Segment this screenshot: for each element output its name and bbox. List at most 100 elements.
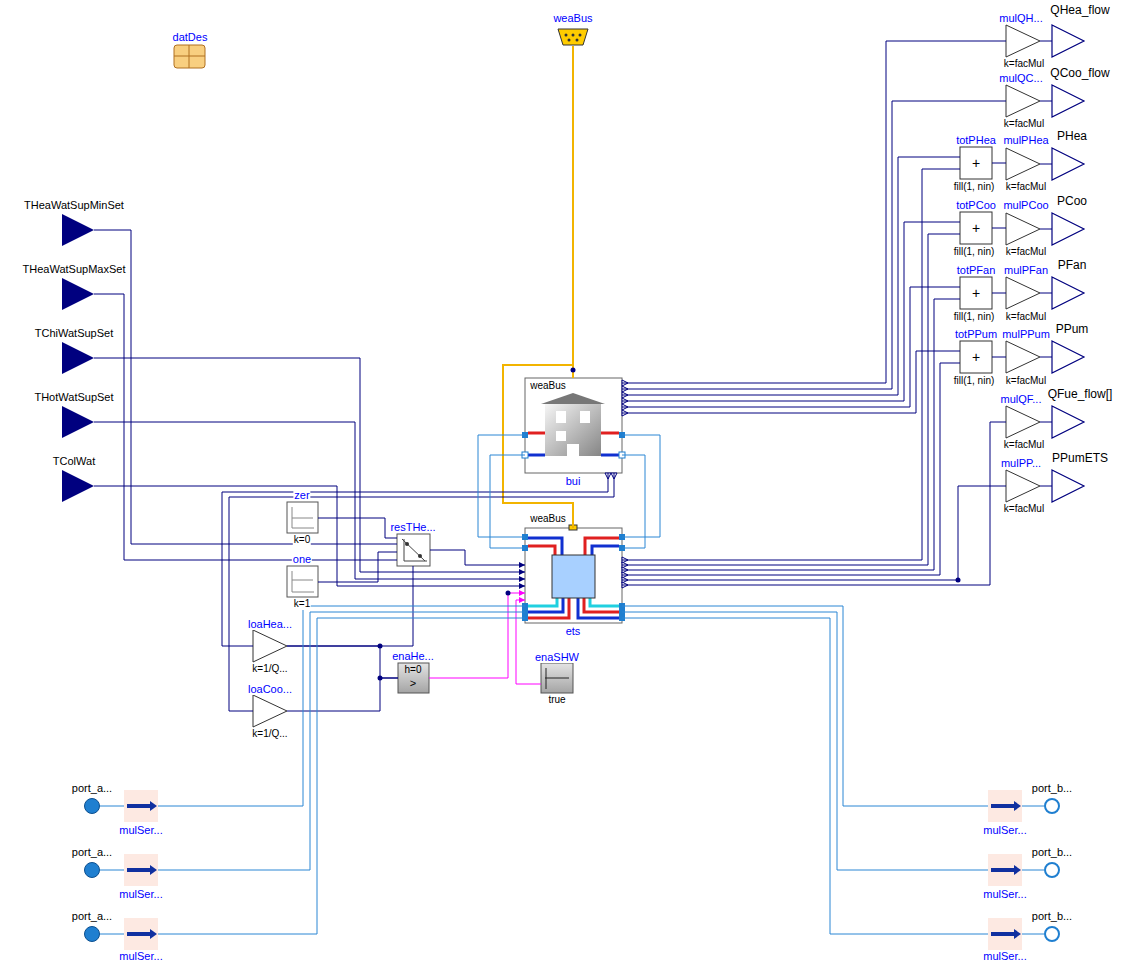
multiplier-icon [1014, 865, 1021, 875]
block-name: totPFan [956, 264, 997, 276]
gain-block: mulPP...k=facMul [1006, 470, 1040, 502]
junction-dot [571, 368, 576, 373]
ets-icon [522, 534, 625, 621]
signal-connection [222, 473, 608, 646]
signal-connection [94, 294, 397, 560]
fluid-port-icon [85, 799, 100, 814]
threshold-icon [398, 663, 429, 693]
multiplier-icon [124, 854, 158, 886]
block-name: mulSer... [982, 888, 1027, 900]
building-icon [528, 432, 545, 435]
bus-connector-icon [568, 39, 571, 42]
bus-connector-icon [579, 34, 582, 37]
signal-connection [622, 486, 1006, 580]
interpolation-icon [418, 554, 422, 558]
ets-icon [585, 538, 619, 555]
multiplier-icon [1014, 929, 1021, 939]
block-name: mulQH... [998, 12, 1043, 24]
block-parameter: fill(1, nin) [953, 375, 996, 387]
multiplier-icon [988, 918, 1022, 950]
ets-icon [528, 598, 557, 606]
block-name: THeaWatSupMinSet [23, 199, 125, 211]
signal-connection [1040, 422, 1052, 423]
block-parameter: > [409, 677, 417, 689]
boolean-constant-icon [545, 668, 569, 689]
bus-connector-icon [572, 34, 575, 37]
fluid-connection [100, 934, 124, 935]
output-connector: PPumETS [1052, 470, 1084, 502]
multiplier-icon [150, 929, 157, 939]
gain-icon [1006, 406, 1040, 438]
block-name: THotWatSupSet [33, 391, 114, 403]
gain-icon [1006, 85, 1040, 117]
bus-connector-icon [565, 34, 568, 37]
record-icon [174, 45, 205, 68]
signal-connection [94, 486, 525, 586]
input-connector: TColWat [62, 470, 94, 502]
boolean-constant-icon [541, 663, 573, 693]
ets-icon [528, 538, 562, 555]
block-name: mulSer... [118, 888, 163, 900]
fluid-port: port_b... [1044, 862, 1060, 878]
sum-block: totPHea+fill(1, nin) [960, 147, 992, 179]
multiplier-icon [150, 865, 157, 875]
ets-icon [519, 562, 525, 589]
block-name: loaHea... [247, 618, 293, 630]
gain-block: mulPCook=facMul [1006, 213, 1040, 245]
signal-connection [992, 293, 1006, 294]
signal-connection [622, 222, 960, 401]
ets-icon [592, 546, 619, 555]
interpolation-icon [402, 539, 427, 561]
block-name: enaSHW [534, 651, 580, 663]
interpolation-icon [397, 534, 430, 566]
signal-connection [622, 41, 1006, 383]
block-parameter: fill(1, nin) [953, 181, 996, 193]
building-icon [556, 411, 566, 423]
fluid-connection [158, 618, 525, 934]
threshold-block: enaHe...h=0> [398, 663, 429, 693]
signal-connection [622, 299, 960, 570]
gain-icon [1006, 341, 1040, 373]
multiplier-icon [124, 918, 158, 950]
signal-connection [94, 422, 525, 579]
block-name: THeaWatSupMaxSet [22, 263, 127, 275]
block-parameter: k=1 [293, 598, 311, 610]
multiplier-block: mulSer... [988, 854, 1022, 886]
threshold-icon [398, 663, 429, 693]
ets-icon [519, 525, 628, 623]
building-icon [556, 431, 566, 441]
input-connector: TChiWatSupSet [62, 342, 94, 374]
ets-icon [578, 598, 619, 618]
input-connector: THeaWatSupMaxSet [62, 278, 94, 310]
fluid-port-icon [1045, 799, 1059, 813]
record-block: datDes [174, 45, 205, 68]
ets-icon [528, 546, 555, 555]
block-parameter: k=facMul [1003, 439, 1045, 451]
ets-icon [590, 598, 619, 606]
fluid-port: port_b... [1044, 798, 1060, 814]
block-name: PFan [1057, 258, 1088, 272]
input-connector: THeaWatSupMinSet [62, 214, 94, 246]
signal-connection [318, 552, 397, 582]
block-name: QCoo_flow [1049, 66, 1110, 80]
multiplier-icon [127, 932, 152, 936]
fluid-connection [100, 870, 124, 871]
block-parameter: k=facMul [1003, 118, 1045, 130]
building-icon [601, 454, 619, 457]
signal-connection [1040, 101, 1052, 102]
sum-icon [960, 147, 992, 179]
multiplier-block: mulSer... [124, 854, 158, 886]
block-name: QHea_flow [1049, 3, 1110, 17]
bus-connection [503, 46, 573, 528]
block-name: weaBus [529, 380, 567, 392]
block-name: mulQC... [998, 72, 1043, 84]
block-parameter: + [971, 349, 981, 365]
multiplier-icon [124, 790, 158, 822]
fluid-port-icon [1045, 927, 1059, 941]
constant-icon [292, 571, 314, 592]
output-connector: PHea [1052, 148, 1084, 180]
interpolation-block: resTHe... [397, 534, 430, 566]
signal-connection [1040, 486, 1052, 487]
block-name: mulSer... [118, 824, 163, 836]
block-name: resTHe... [389, 521, 436, 533]
